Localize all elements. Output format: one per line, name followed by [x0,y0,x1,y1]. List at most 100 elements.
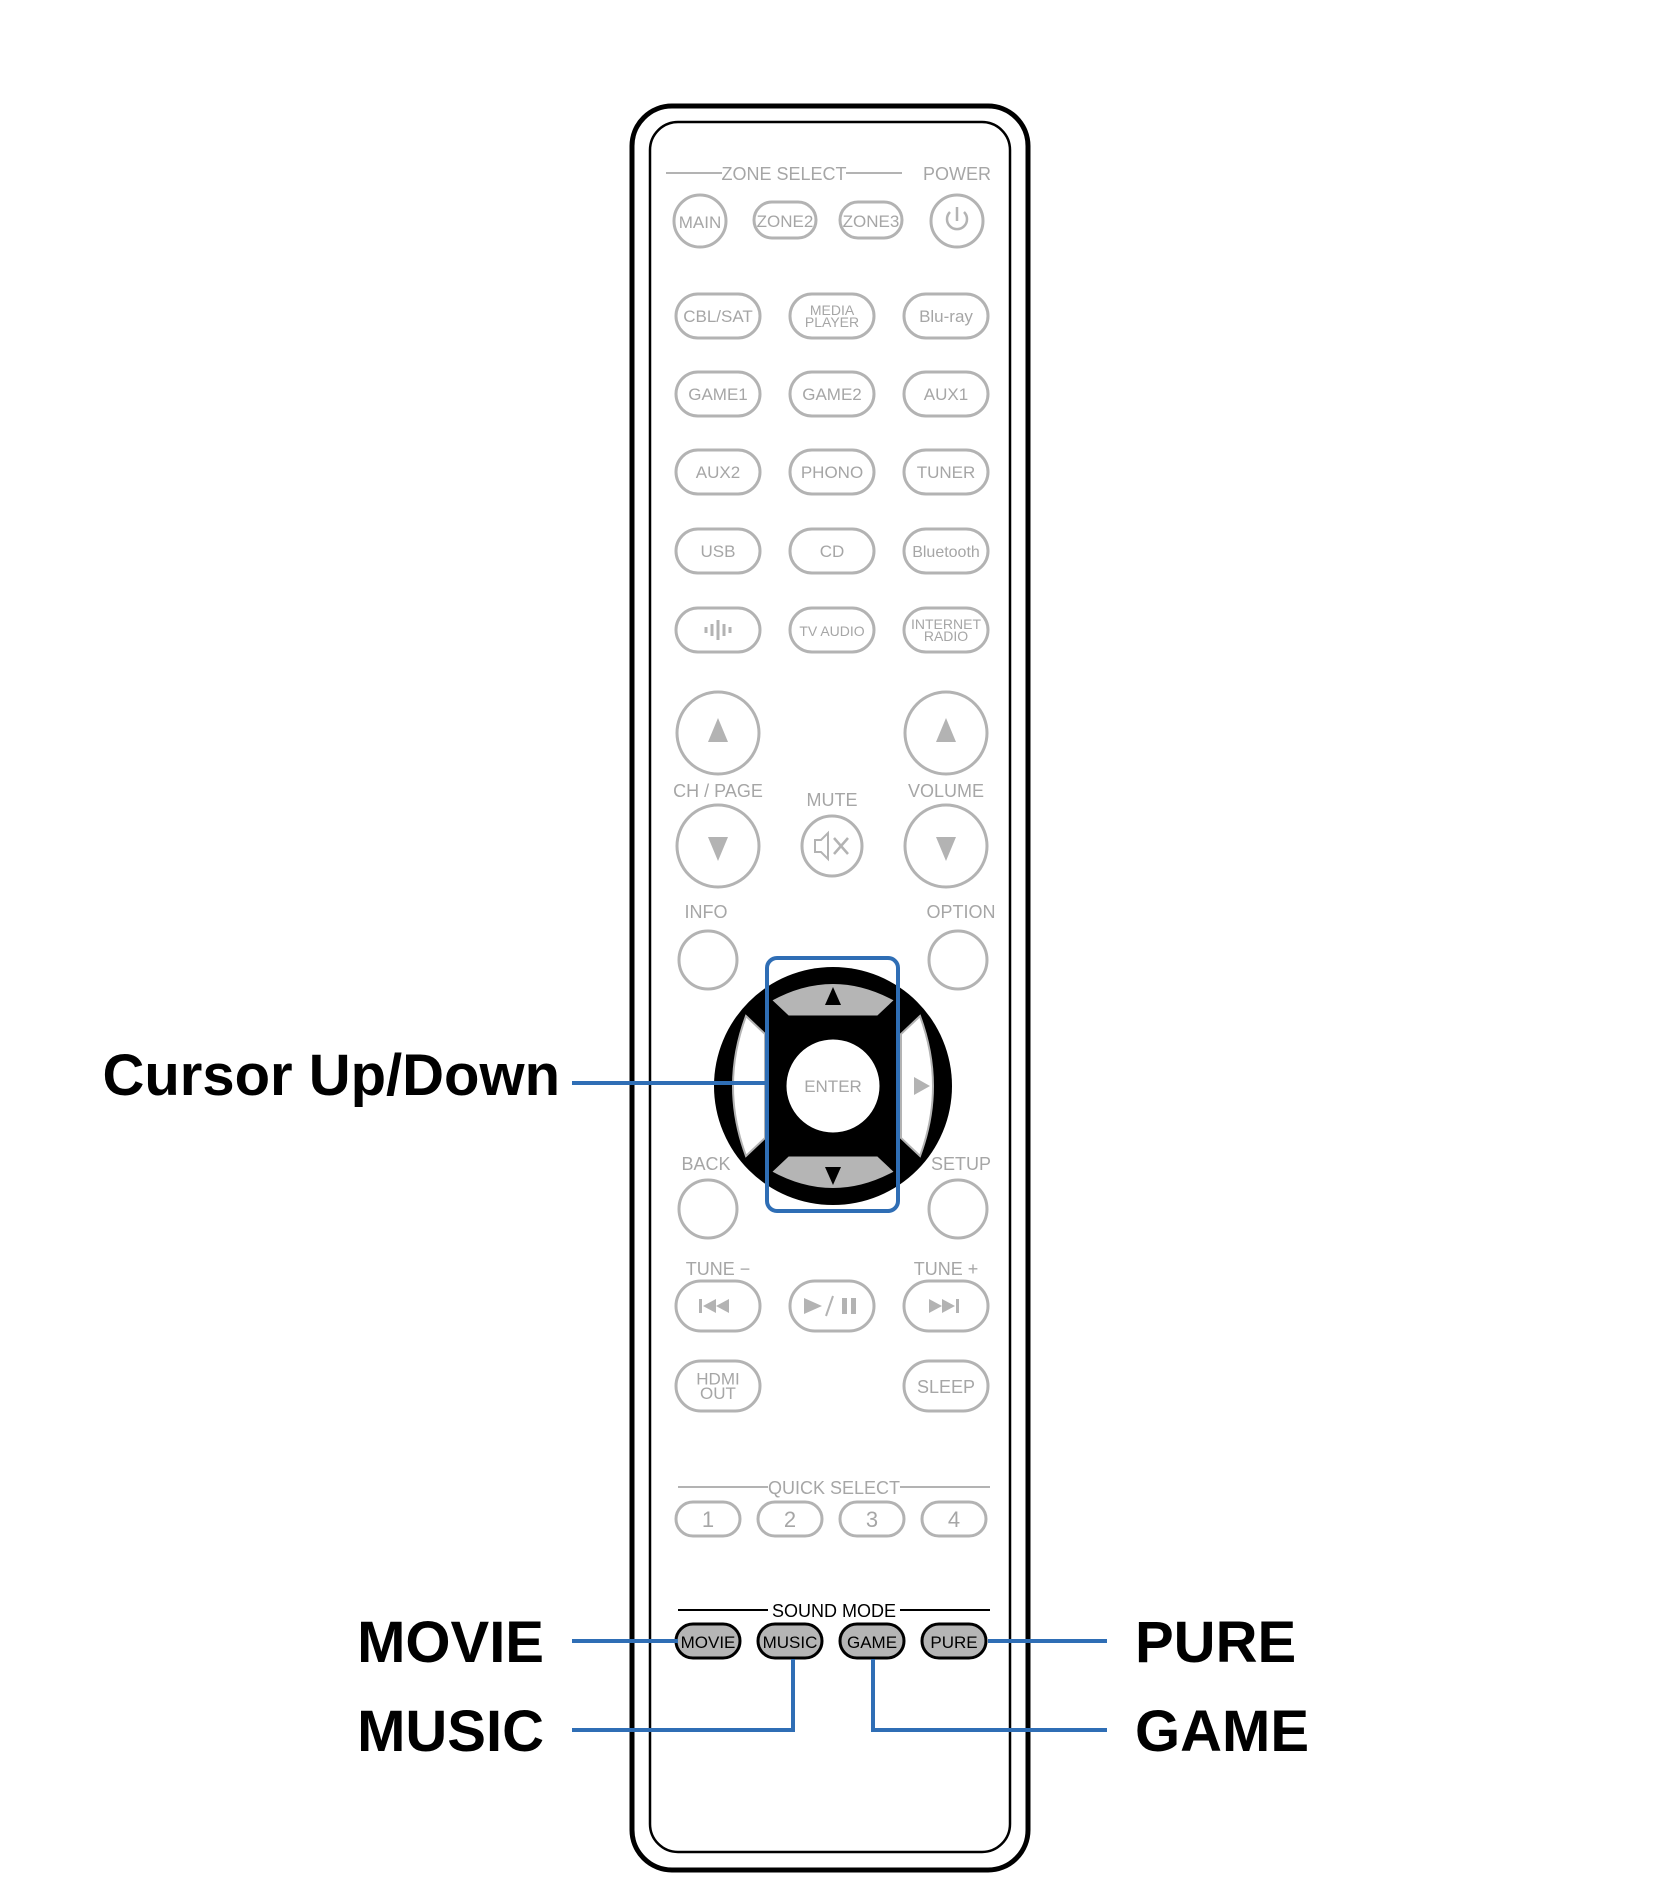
sound-mode-button-music[interactable]: MUSIC [756,1622,824,1660]
sound-mode-button-movie[interactable]: MOVIE [674,1622,742,1660]
quick-select-button-label: 3 [866,1507,878,1532]
source-button-label: Bluetooth [912,544,980,561]
sound-mode-button-label: MOVIE [681,1633,736,1652]
quick-select-button-3[interactable]: 3 [838,1500,906,1538]
source-button-label: CD [820,542,845,561]
tune-minus-label: TUNE − [686,1259,751,1279]
down-arrow-icon [708,837,728,861]
info-button[interactable] [677,929,739,991]
quick-select-row: 1 2 3 4 [674,1500,988,1538]
music-leader-line [572,1659,795,1732]
volume-down-button[interactable] [903,803,989,889]
remote-body-inner [648,120,1012,1854]
volume-up-button[interactable] [903,690,989,776]
sound-mode-label: SOUND MODE [772,1601,896,1621]
sound-mode-button-label: PURE [930,1633,977,1652]
source-button-usb[interactable]: USB [674,527,762,575]
zone3-button[interactable]: ZONE3 [838,200,904,240]
source-button-blu-ray[interactable]: Blu-ray [902,292,990,340]
mute-button[interactable] [800,814,864,878]
up-arrow-icon [825,987,841,1005]
source-button-phono[interactable]: PHONO [788,448,876,496]
down-arrow-icon [825,1167,841,1185]
zone3-button-label: ZONE3 [843,212,900,231]
main-zone-button[interactable]: MAIN [672,193,728,249]
next-track-button[interactable] [902,1279,990,1333]
setup-button[interactable] [927,1178,989,1240]
source-button-label: USB [701,542,736,561]
cursor-pad: ENTER [714,967,952,1205]
callout-movie: MOVIE [357,1610,544,1675]
source-button-cd[interactable]: CD [788,527,876,575]
play-pause-button[interactable] [788,1279,876,1333]
mute-icon [814,830,849,862]
setup-label: SETUP [931,1154,991,1174]
next-track-icon [929,1299,959,1313]
up-arrow-icon [936,718,956,742]
tune-plus-label: TUNE + [914,1259,979,1279]
zone2-button-label: ZONE2 [757,212,814,231]
play-pause-icon [804,1295,856,1317]
source-button-aux2[interactable]: AUX2 [674,448,762,496]
right-arrow-icon [914,1077,930,1095]
callout-cursor-up-down: Cursor Up/Down [102,1043,560,1108]
source-button-label: Blu-ray [919,307,973,326]
quick-select-button-label: 4 [948,1507,960,1532]
back-button[interactable] [677,1178,739,1240]
source-button-label: TUNER [917,463,976,482]
source-button-label: AUX2 [696,463,740,482]
enter-button[interactable] [783,1036,883,1136]
source-button-tuner[interactable]: TUNER [902,448,990,496]
quick-select-label: QUICK SELECT [768,1478,900,1498]
quick-select-button-1[interactable]: 1 [674,1500,742,1538]
ch-page-down-button[interactable] [675,803,761,889]
source-button-label: AUX1 [924,385,968,404]
cursor-left-button[interactable] [732,1014,766,1158]
zone2-button[interactable]: ZONE2 [752,200,818,240]
volume-label: VOLUME [908,781,984,801]
info-label: INFO [685,902,728,922]
quick-select-button-4[interactable]: 4 [920,1500,988,1538]
source-button-label: GAME1 [688,385,748,404]
source-button-tv-audio[interactable]: TV AUDIO [788,606,876,654]
power-label: POWER [923,164,991,184]
up-arrow-icon [708,718,728,742]
ch-page-up-button[interactable] [675,690,761,776]
source-button-game2[interactable]: GAME2 [788,370,876,418]
ch-page-label: CH / PAGE [673,781,763,801]
power-button[interactable] [929,193,985,249]
option-button[interactable] [927,929,989,991]
sleep-label: SLEEP [917,1377,975,1397]
sleep-button[interactable]: SLEEP [902,1359,990,1413]
sound-mode-button-label: MUSIC [763,1633,818,1652]
sound-mode-button-pure[interactable]: PURE [920,1622,988,1660]
source-button-label: PHONO [801,463,863,482]
source-button-bluetooth[interactable]: Bluetooth [902,527,990,575]
quick-select-button-label: 1 [702,1507,714,1532]
sound-mode-button-game[interactable]: GAME [838,1622,906,1660]
prev-track-button[interactable] [674,1279,762,1333]
callout-pure: PURE [1135,1610,1296,1675]
source-button-label: GAME2 [802,385,862,404]
callout-music: MUSIC [357,1699,544,1764]
label-line: HDMI [696,1370,739,1389]
source-button-game1[interactable]: GAME1 [674,370,762,418]
source-button-cbl-sat[interactable]: CBL/SAT [674,292,762,340]
source-button-aux1[interactable]: AUX1 [902,370,990,418]
mute-label: MUTE [807,790,858,810]
main-zone-button-label: MAIN [679,213,722,232]
source-button-label: CBL/SAT [683,307,753,326]
game-leader-line [871,1659,1107,1732]
source-button-heos[interactable] [674,606,762,654]
source-button-label: TV AUDIO [799,623,864,639]
quick-select-button-2[interactable]: 2 [756,1500,824,1538]
leader-lines [572,1081,1107,1732]
back-label: BACK [681,1154,730,1174]
